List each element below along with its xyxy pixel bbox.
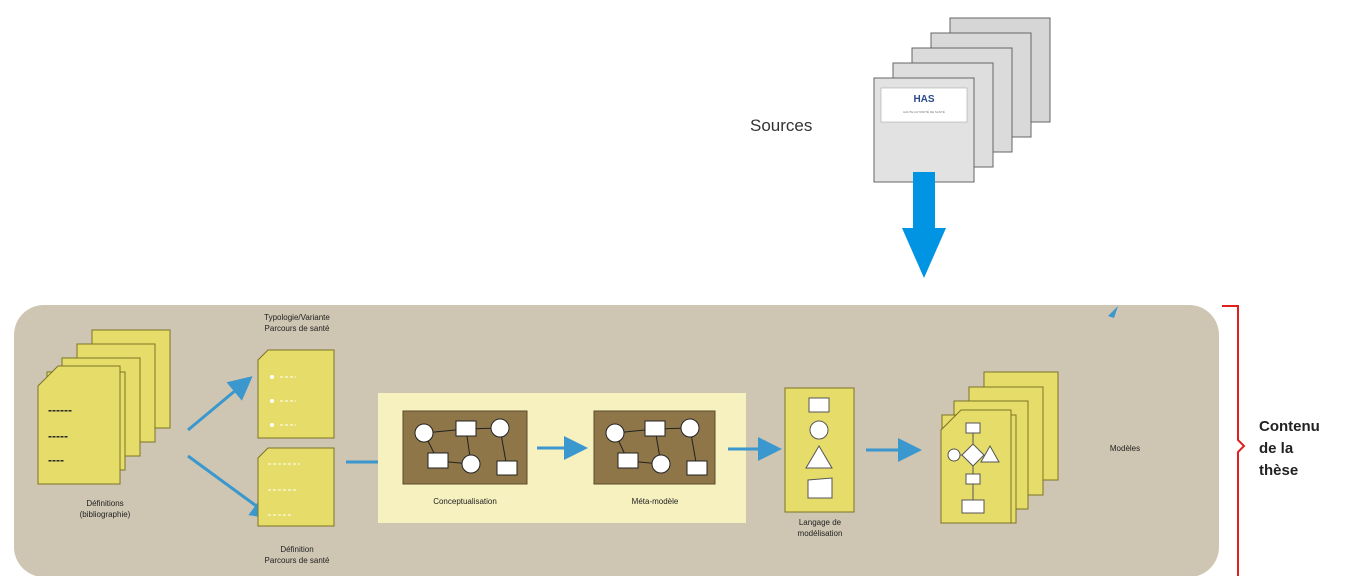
definitions-stack: ------ ----- ----: [37, 329, 171, 485]
models-label: Modèles: [1109, 444, 1141, 453]
metamodel-label: Méta-modèle: [631, 497, 679, 506]
has-logo: HAS: [913, 94, 934, 105]
arrow-to-typology: [187, 376, 253, 432]
definition-document: [257, 447, 335, 527]
conceptualisation-label: Conceptualisation: [433, 497, 497, 506]
typology-document: [257, 349, 335, 439]
sources-down-arrow: [902, 172, 946, 278]
definition-label: Définition Parcours de santé: [264, 545, 330, 565]
modelling-language-palette: [784, 387, 855, 513]
svg-text:----: ----: [48, 453, 64, 467]
sources-label: Sources: [750, 116, 813, 135]
typology-label: Typologie/Variante Parcours de santé: [264, 313, 330, 333]
definitions-label: Définitions (bibliographie): [79, 499, 131, 519]
thesis-bracket: [1222, 305, 1246, 576]
arrow-to-definition: [187, 454, 275, 520]
thesis-content-label: Contenu de la thèse: [1259, 418, 1320, 479]
svg-text:-----: -----: [48, 429, 68, 443]
language-label: Langage de modélisation: [797, 518, 843, 538]
has-subtitle: HAUTE AUTORITÉ DE SANTÉ: [903, 109, 945, 114]
conceptualisation-model: [402, 410, 528, 485]
models-stack: [940, 371, 1059, 524]
metamodel-model: [593, 410, 716, 485]
svg-text:------: ------: [48, 403, 72, 417]
source-documents-stack: HAS HAUTE AUTORITÉ DE SANTÉ: [873, 17, 1051, 183]
small-blue-tick: [1108, 306, 1118, 318]
